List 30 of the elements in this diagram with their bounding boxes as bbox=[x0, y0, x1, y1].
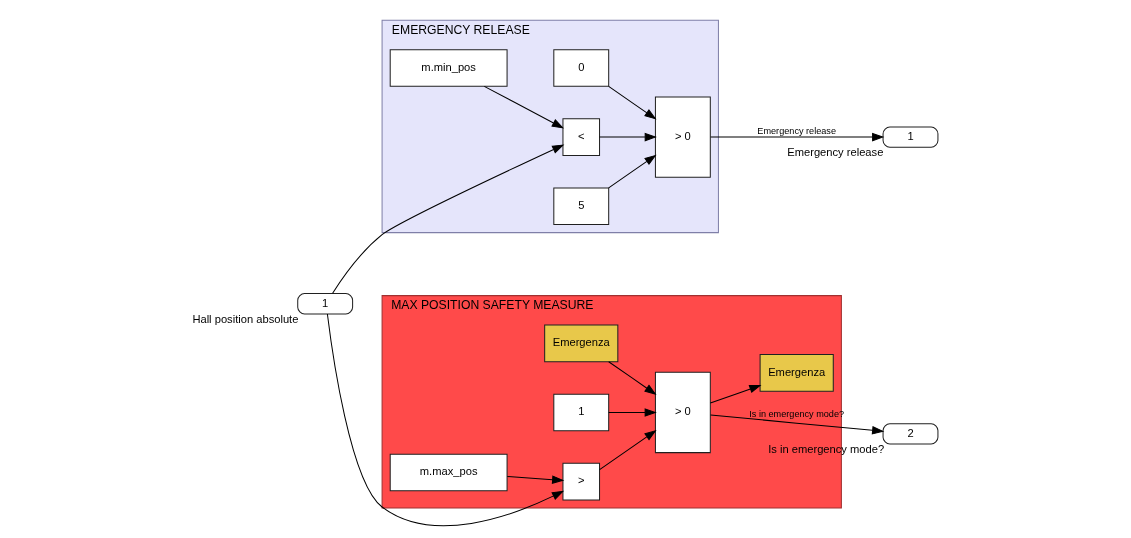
node-box: Emergenza bbox=[759, 354, 834, 392]
edge-label: Emergency release bbox=[757, 126, 836, 137]
arrow bbox=[608, 408, 657, 417]
arrow bbox=[332, 144, 565, 294]
node-box: < bbox=[562, 118, 601, 156]
arrow bbox=[608, 85, 657, 120]
arrow bbox=[608, 361, 657, 395]
arrow bbox=[710, 132, 885, 142]
arrow bbox=[326, 313, 565, 527]
arrow bbox=[599, 132, 657, 142]
node-box: 1 bbox=[882, 126, 939, 148]
node-box: > 0 bbox=[654, 371, 711, 454]
node-box: Emergenza bbox=[544, 324, 619, 363]
arrow bbox=[599, 430, 657, 471]
arrow bbox=[710, 414, 885, 435]
node-box: > bbox=[562, 462, 601, 501]
arrow bbox=[608, 154, 657, 189]
node-box: 0 bbox=[553, 49, 610, 87]
node-box: 2 bbox=[882, 423, 939, 445]
node-box: m.min_pos bbox=[389, 49, 508, 87]
node-label: Emergency release bbox=[787, 146, 884, 159]
arrow bbox=[709, 384, 762, 404]
node-label: Hall position absolute bbox=[192, 312, 299, 325]
node-box: > 0 bbox=[654, 96, 711, 178]
node-box: 5 bbox=[553, 187, 610, 225]
node-box: 1 bbox=[553, 393, 610, 432]
node-box: 1 bbox=[297, 293, 354, 315]
arrow bbox=[483, 85, 565, 129]
node-box: m.max_pos bbox=[389, 453, 508, 492]
arrow bbox=[506, 475, 565, 484]
